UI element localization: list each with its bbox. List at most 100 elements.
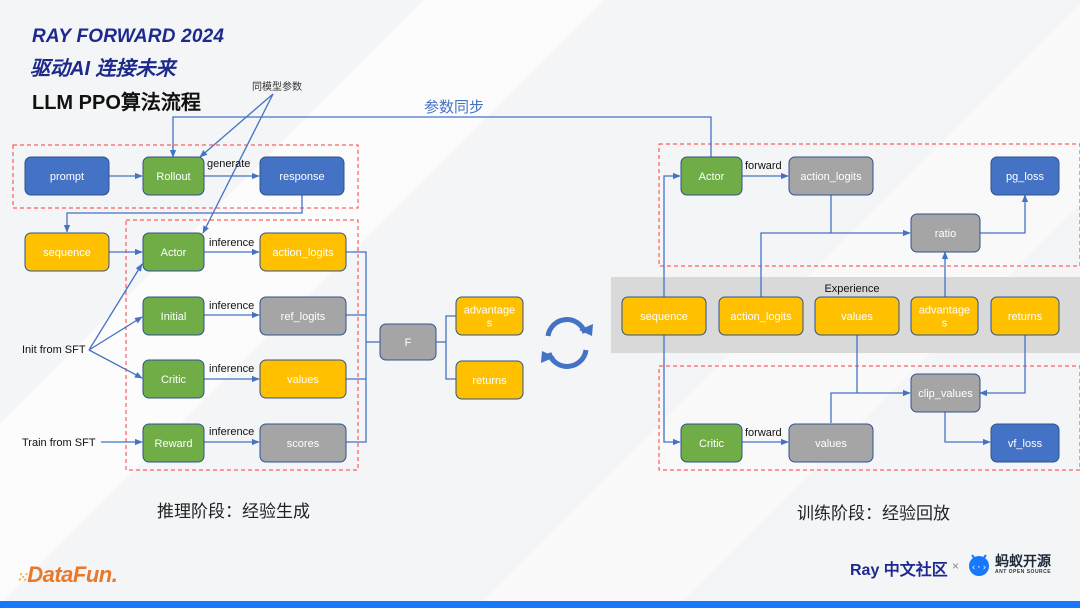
node-box xyxy=(910,213,981,253)
node-label: returns xyxy=(1008,311,1043,323)
node-box xyxy=(142,423,205,463)
ant-en-text: ANT OPEN SOURCE xyxy=(995,568,1052,575)
node-box xyxy=(990,156,1060,196)
node-reward: Reward xyxy=(142,423,205,463)
node-label: values xyxy=(841,311,873,323)
node-label: Critic xyxy=(699,438,725,450)
node-box xyxy=(24,156,110,196)
node-t-actor: Actor xyxy=(680,156,743,196)
node-box xyxy=(680,156,743,196)
node-rollout: Rollout xyxy=(142,156,205,196)
node-e-action-logits: action_logits xyxy=(718,296,804,336)
node-label: sequence xyxy=(640,311,688,323)
svg-text:‹·›: ‹·› xyxy=(971,563,987,573)
edge-label-inference: inference xyxy=(209,300,254,312)
node-t-values: values xyxy=(788,423,874,463)
node-t-critic: Critic xyxy=(680,423,743,463)
datafun-dots-icon: ⁙ xyxy=(16,569,28,585)
node-box xyxy=(910,373,981,413)
node-label: F xyxy=(405,337,412,349)
node-label: ref_logits xyxy=(281,311,326,323)
node-pg-loss: pg_loss xyxy=(990,156,1060,196)
node-label: Rollout xyxy=(156,171,190,183)
node-box xyxy=(455,360,524,400)
ant-cn-text: 蚂蚁开源 xyxy=(995,552,1051,569)
node-ref-logits: ref_logits xyxy=(259,296,347,336)
datafun-logo: ⁙DataFun. xyxy=(16,562,118,588)
same-model-params-label: 同模型参数 xyxy=(252,80,302,93)
actor-train-group xyxy=(658,143,1080,267)
datafun-text: DataFun. xyxy=(27,562,118,587)
node-values: values xyxy=(259,359,347,399)
node-label: s xyxy=(487,318,493,330)
node-label: values xyxy=(287,374,319,386)
node-box xyxy=(259,359,347,399)
node-label: vf_loss xyxy=(1008,438,1043,450)
node-box xyxy=(814,296,900,336)
times-sign: × xyxy=(952,559,960,573)
node-label: ratio xyxy=(935,228,956,240)
node-label: Actor xyxy=(699,171,725,183)
node-box xyxy=(259,296,347,336)
page-title: LLM PPO算法流程 xyxy=(32,92,201,114)
node-box xyxy=(259,232,347,272)
training-stage-caption: 训练阶段：经验回放 xyxy=(797,504,950,524)
ant-icon: ‹·› xyxy=(969,554,989,576)
node-box xyxy=(455,296,524,336)
node-box xyxy=(680,423,743,463)
train-from-sft-label: Train from SFT xyxy=(22,437,96,449)
ray-community-logo: Ray 中文社区 xyxy=(850,562,948,579)
cycle-icon xyxy=(541,317,593,369)
rollout-group xyxy=(12,144,359,209)
node-actor: Actor xyxy=(142,232,205,272)
experience-label: Experience xyxy=(824,283,879,295)
node-returns: returns xyxy=(455,360,524,400)
node-label: scores xyxy=(287,438,320,450)
node-label: returns xyxy=(472,375,507,387)
node-label: response xyxy=(279,171,324,183)
inference-group xyxy=(125,219,359,471)
node-box xyxy=(788,156,874,196)
node-action-logits: action_logits xyxy=(259,232,347,272)
node-clip-values: clip_values xyxy=(910,373,981,413)
node-box xyxy=(788,423,874,463)
node-box xyxy=(990,423,1060,463)
node-label: prompt xyxy=(50,171,84,183)
node-e-sequence: sequence xyxy=(621,296,707,336)
node-critic: Critic xyxy=(142,359,205,399)
param-sync-label: 参数同步 xyxy=(424,98,484,116)
node-initial: Initial xyxy=(142,296,205,336)
node-scores: scores xyxy=(259,423,347,463)
node-label: pg_loss xyxy=(1006,171,1044,183)
node-label: advantage xyxy=(919,305,970,317)
edge-label-inference: inference xyxy=(209,426,254,438)
ant-open-source-logo: ‹·› 蚂蚁开源 ANT OPEN SOURCE xyxy=(966,551,1051,577)
node-label: sequence xyxy=(43,247,91,259)
node-box xyxy=(718,296,804,336)
inference-stage-caption: 推理阶段：经验生成 xyxy=(157,502,310,522)
node-box xyxy=(142,156,205,196)
node-box xyxy=(259,156,345,196)
critic-train-group xyxy=(658,365,1080,471)
bottom-bar xyxy=(0,601,1080,608)
edge-label-inference: inference xyxy=(209,363,254,375)
node-box xyxy=(142,359,205,399)
node-prompt: prompt xyxy=(24,156,110,196)
node-ratio: ratio xyxy=(910,213,981,253)
edge-label-generate: generate xyxy=(207,158,250,170)
node-box xyxy=(142,232,205,272)
node-e-returns: returns xyxy=(990,296,1060,336)
training-edges xyxy=(663,172,1029,446)
inference-edges xyxy=(63,93,712,446)
node-e-values: values xyxy=(814,296,900,336)
node-box xyxy=(621,296,707,336)
node-label: s xyxy=(942,318,948,330)
node-label: Reward xyxy=(155,438,193,450)
node-t-action-logits: action_logits xyxy=(788,156,874,196)
node-label: action_logits xyxy=(730,311,792,323)
event-title: RAY FORWARD 2024 xyxy=(32,26,225,47)
edge-label-forward: forward xyxy=(745,427,782,439)
node-label: Actor xyxy=(161,247,187,259)
